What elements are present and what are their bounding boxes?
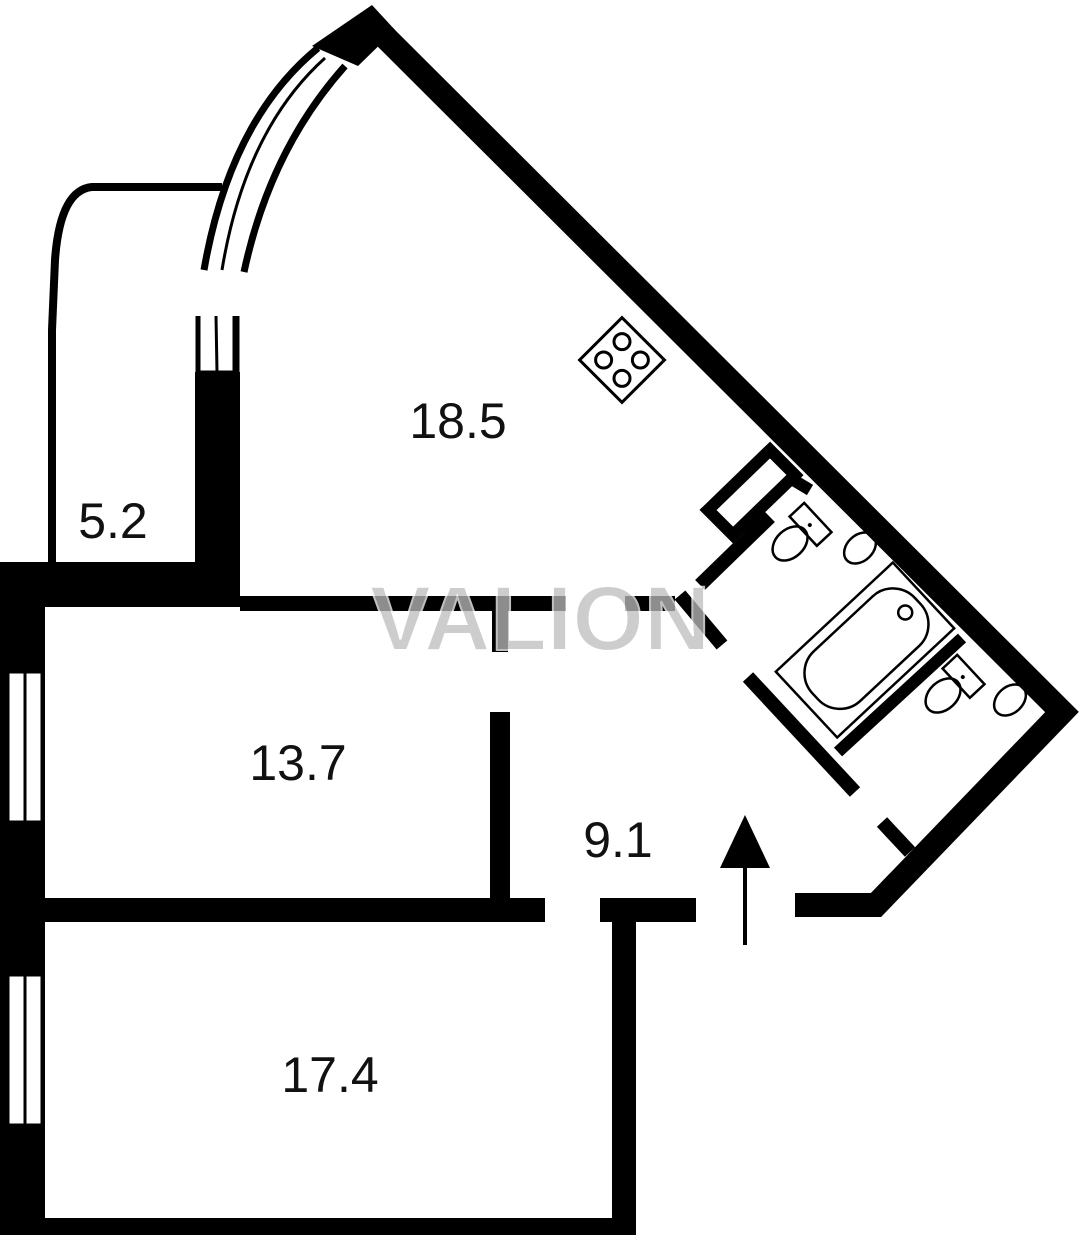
balcony-wall [0, 562, 240, 607]
kitchen-wall [240, 596, 566, 611]
sink-icon [992, 683, 1028, 717]
bedroom-partition-vertical [490, 712, 510, 902]
bath-wall-top [786, 472, 814, 496]
toilet-icon [924, 653, 987, 714]
room-area-bedroom-1: 13.7 [249, 735, 346, 791]
exterior-diagonal-wall [361, 13, 1079, 917]
room-area-bedroom-2: 17.4 [281, 1047, 378, 1103]
room-area-balcony: 5.2 [78, 493, 148, 549]
arched-window [195, 45, 348, 374]
bedroom-wall-stub [492, 610, 508, 652]
window-left-1 [6, 670, 44, 824]
watermark: VALION [370, 568, 711, 670]
kitchen-wall-stub [625, 596, 675, 611]
left-exterior-wall [0, 562, 45, 1235]
toilet-icon [771, 501, 834, 562]
niche [699, 441, 804, 544]
bathtub-icon [774, 560, 956, 740]
bedroom-partition-horizontal [45, 898, 545, 922]
hall-wall-diagonal [674, 590, 728, 650]
window-left-2 [6, 973, 44, 1127]
balcony-outline [48, 183, 222, 565]
corridor-stub [876, 817, 916, 857]
bath-wall-inner [833, 633, 967, 757]
bath-wall-left [742, 672, 861, 797]
room-area-hallway: 9.1 [583, 812, 653, 868]
room-area-kitchen: 18.5 [409, 393, 506, 449]
stove-icon [577, 315, 667, 405]
bottom-wall [0, 1218, 636, 1235]
entrance-arrow-icon [720, 815, 770, 945]
kitchen-bath-wall [695, 511, 775, 591]
sink-icon [842, 531, 878, 565]
bedroom2-right-wall [612, 898, 636, 1235]
